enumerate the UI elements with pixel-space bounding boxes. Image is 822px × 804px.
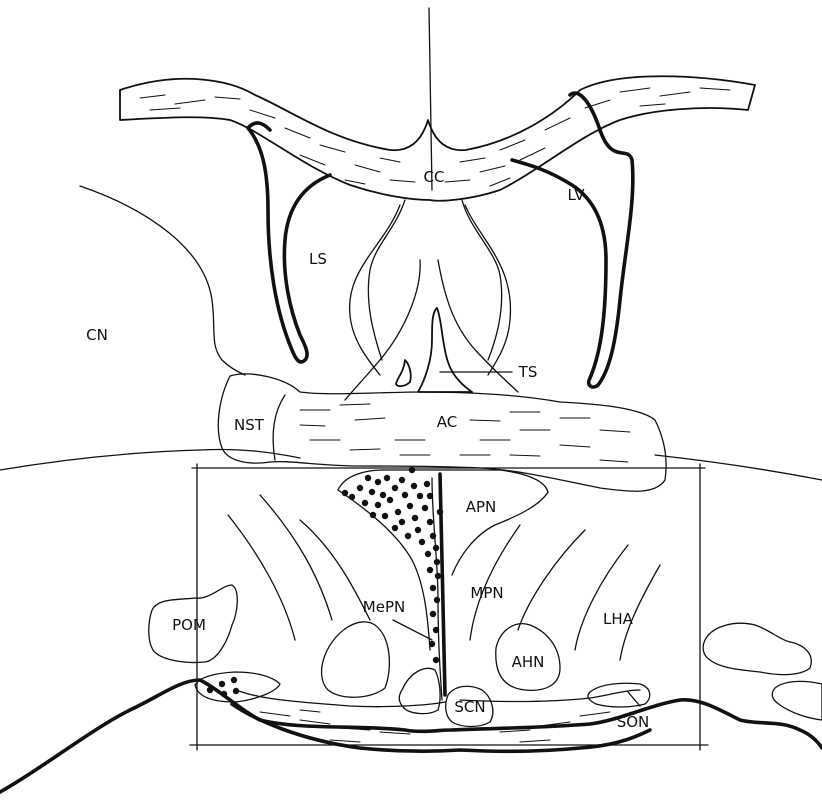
- contour-right-2: [518, 530, 585, 630]
- right-lateral-ventricle: [512, 93, 633, 387]
- septal-left-outer: [350, 205, 400, 375]
- caudate-boundary: [80, 186, 245, 375]
- label-son: SON: [617, 713, 650, 731]
- son-outline: [588, 683, 650, 707]
- label-mepn: MePN: [363, 598, 405, 616]
- optic-chiasm-outer: [0, 680, 822, 792]
- label-apn: APN: [466, 498, 497, 516]
- anterior-commissure: [218, 374, 666, 491]
- label-ls: LS: [309, 250, 327, 268]
- third-ventricle-shape: [418, 308, 472, 392]
- son-leader-line: [628, 692, 640, 706]
- label-scn: SCN: [454, 698, 485, 716]
- optic-chiasm-upper: [236, 690, 445, 707]
- right-lateral-blob-upper: [703, 623, 811, 674]
- label-ts: TS: [518, 363, 538, 381]
- contour-left-2: [260, 495, 332, 620]
- labeled-cell-dots: [207, 467, 443, 697]
- label-cc: CC: [424, 168, 445, 186]
- label-pom: POM: [172, 616, 206, 634]
- contour-left-1: [228, 515, 295, 640]
- label-cn: CN: [86, 326, 108, 344]
- nucleus-blob-left: [322, 622, 390, 697]
- nucleus-blob-lower: [399, 668, 440, 713]
- septal-right-contour: [462, 200, 502, 360]
- label-ahn: AHN: [512, 653, 545, 671]
- optic-chiasm-upper-right: [460, 690, 640, 702]
- septal-left-contour: [368, 200, 405, 360]
- mepn-leader-line: [393, 620, 432, 640]
- right-lateral-blob-lower: [772, 681, 822, 720]
- optic-chiasm-lower: [232, 704, 650, 751]
- septal-right-outer: [465, 205, 510, 375]
- nst-boundary: [273, 395, 285, 460]
- label-nst: NST: [234, 416, 265, 434]
- brain-outer-contour: [0, 449, 300, 470]
- contour-left-3: [300, 520, 370, 620]
- fornix-small-shape: [396, 360, 411, 386]
- contour-right-3: [575, 545, 628, 650]
- septal-inner-left: [345, 260, 420, 400]
- label-lv: LV: [568, 186, 586, 204]
- label-lha: LHA: [603, 610, 634, 628]
- third-ventricle-midline: [440, 474, 445, 695]
- contour-right-1: [470, 525, 520, 640]
- anterior-commissure-fibers: [300, 404, 630, 462]
- left-lateral-ventricle: [248, 128, 330, 362]
- midline-fissure: [429, 8, 432, 190]
- label-mpn: MPN: [470, 584, 503, 602]
- label-ac: AC: [437, 413, 457, 431]
